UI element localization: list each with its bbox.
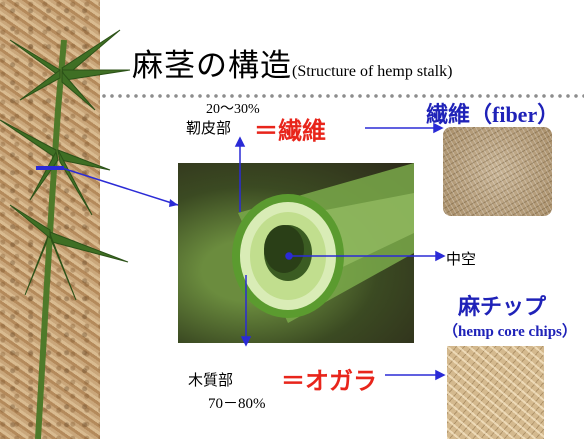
title-english: (Structure of hemp stalk)	[292, 63, 453, 80]
chips-english: （hemp core chips）	[443, 324, 577, 340]
top-bar	[100, 0, 584, 6]
fiber-image	[443, 127, 552, 216]
bark-percent: 20～30%	[206, 102, 260, 117]
xylem-label: 木質部	[188, 371, 234, 389]
stalk-cross-section-photo	[178, 163, 414, 343]
bark-label: 靭皮部	[186, 119, 232, 137]
hemp-chips-image	[447, 346, 544, 439]
dotted-divider	[100, 93, 584, 99]
fiber-title: 繊維（fiber）	[426, 102, 560, 127]
equals-fiber: ＝繊維	[254, 117, 326, 145]
xylem-percent: 70－80%	[208, 396, 266, 412]
page-title: 麻茎の構造(Structure of hemp stalk)	[132, 40, 452, 85]
chips-title: 麻チップ	[458, 295, 547, 320]
hollow-label: 中空	[446, 250, 477, 268]
title-japanese: 麻茎の構造	[132, 48, 292, 84]
equals-ogara: ＝オガラ	[281, 367, 377, 395]
